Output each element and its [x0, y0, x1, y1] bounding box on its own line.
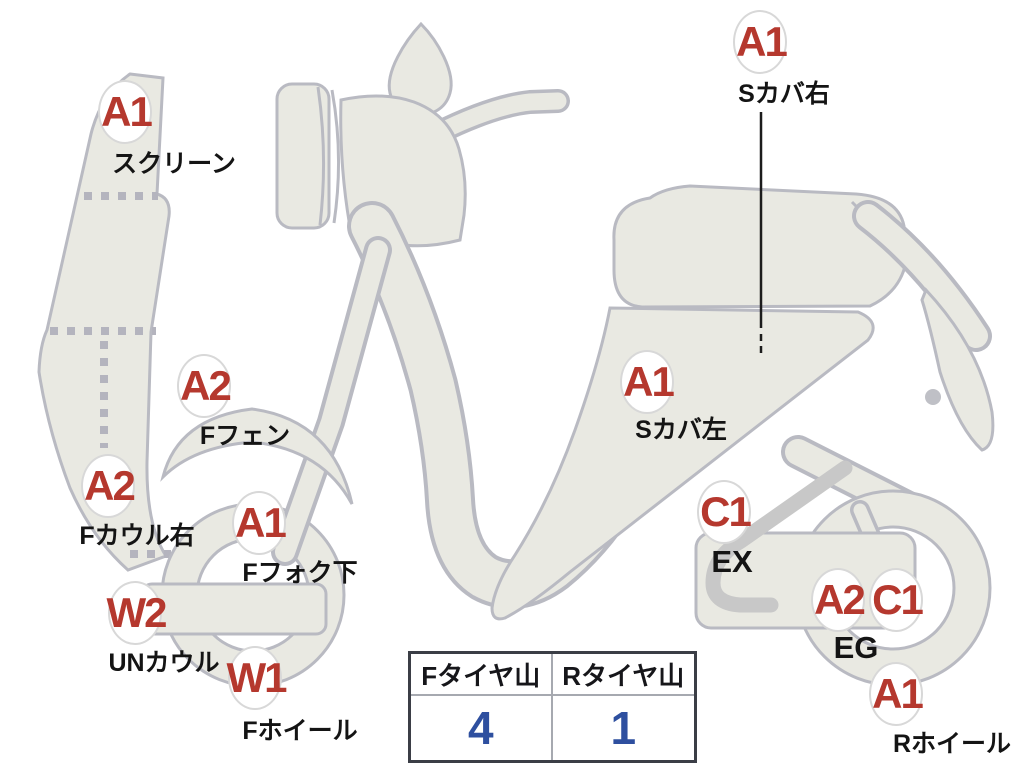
carrier-bolt	[925, 389, 941, 405]
rear-tire-tread-value: 1	[610, 702, 637, 754]
damage-code-badge: W2	[107, 581, 168, 645]
damage-code-badge: A1	[869, 662, 924, 726]
part-label: Sカバ右	[738, 80, 830, 108]
shield-fold-dashes	[50, 192, 171, 558]
part-label: EG	[833, 630, 879, 665]
damage-code-badge: W1	[227, 646, 288, 710]
damage-code-badge: A2	[811, 568, 866, 632]
part-label: Rホイール	[892, 730, 1012, 758]
damage-code-badge: A2	[81, 454, 136, 518]
part-label: EX	[711, 544, 753, 579]
part-label: スクリーン	[112, 150, 236, 178]
damage-code-badge: A1	[98, 80, 153, 144]
rear-mudflap	[920, 287, 995, 452]
damage-code-badge: C1	[697, 480, 752, 544]
rear-tire-tread-header: Rタイヤ山	[552, 654, 694, 696]
part-label: UNカウル	[108, 649, 220, 677]
damage-code-badge: A1	[232, 491, 287, 555]
front-tire-tread-value: 4	[411, 696, 553, 760]
damage-code-badge: A1	[733, 10, 788, 74]
headlight-box	[275, 82, 331, 230]
part-label: Fフェン	[199, 422, 291, 450]
under-cowl-floor	[140, 582, 328, 636]
exhaust-pipe	[705, 460, 853, 613]
side-cover-panel	[490, 306, 875, 621]
front-tire-tread-header: Fタイヤ山	[411, 654, 553, 696]
part-label: Fカウル右	[79, 522, 195, 550]
part-label: Sカバ左	[635, 416, 727, 444]
damage-code-badge: A1	[620, 350, 675, 414]
damage-code-badge: A2	[177, 354, 232, 418]
part-label: Fフォク下	[242, 559, 358, 587]
damage-code-badge: C1	[869, 568, 924, 632]
part-label: Fホイール	[242, 717, 358, 745]
tire-tread-table: Fタイヤ山 Rタイヤ山 4 1	[408, 651, 697, 763]
front-fender	[160, 407, 354, 505]
